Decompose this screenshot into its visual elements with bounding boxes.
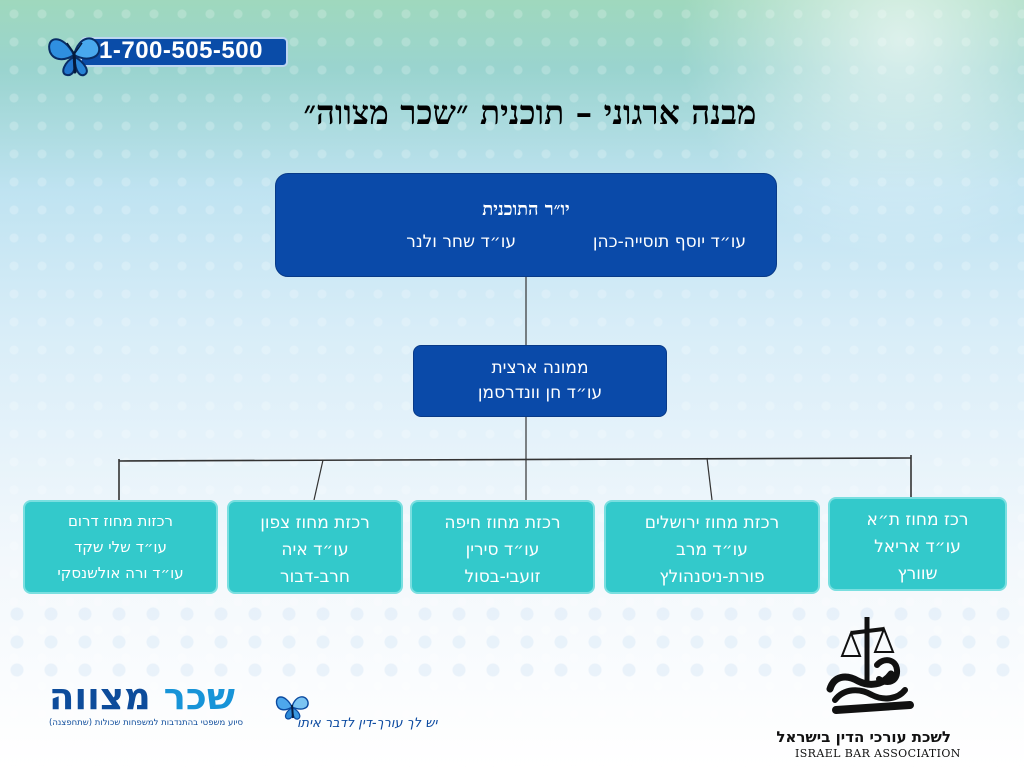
slogan-text: יש לך עורך-דין לדבר איתו <box>297 716 438 731</box>
connector-jerusalem <box>706 457 713 501</box>
district-title: רכזת מחוז ירושלים <box>644 513 780 533</box>
district-box-tel-aviv: רכז מחוז ת״א עו״ד אריאל שוורץ <box>828 497 1007 591</box>
district-person-line: עו״ד אריאל <box>874 537 961 557</box>
district-box-jerusalem: רכזת מחוז ירושלים עו״ד מרב פורת-ניסנהולץ <box>604 500 820 594</box>
program-chairs-box: יו״ר התוכנית עו״ד יוסף תוסייה-כהן עו״ד ש… <box>275 173 777 277</box>
district-title: רכזת מחוז חיפה <box>444 513 561 533</box>
district-title: רכזות מחוז דרום <box>67 512 174 530</box>
program-logo-word2: מצווה <box>49 675 151 718</box>
national-manager-name: עו״ד חן וונדרסמן <box>477 383 603 403</box>
butterfly-icon <box>275 696 309 720</box>
page-title: מבנה ארגוני – תוכנית ״שכר מצווה״ <box>303 93 757 132</box>
program-chairs-names: עו״ד יוסף תוסייה-כהן עו״ד שחר ולנר <box>276 230 776 254</box>
district-person-line: עו״ד שלי שקד <box>74 538 167 556</box>
district-person-line: שוורץ <box>897 564 938 584</box>
program-chairs-heading: יו״ר התוכנית <box>482 199 570 220</box>
program-logo-subtitle: סיוע משפטי בהתנדבות למשפחות שכולות (שתחפ… <box>49 718 244 728</box>
phone-badge: 1-700-505-500 <box>43 31 289 77</box>
bar-association-english-name: ISRAEL BAR ASSOCIATION <box>795 747 961 760</box>
connector-north <box>313 459 324 501</box>
national-manager-box: ממונה ארצית עו״ד חן וונדרסמן <box>413 345 667 417</box>
district-person-line: זועבי-בסול <box>464 567 541 587</box>
bar-association-hebrew-name: לשכת עורכי הדין בישראל <box>776 728 951 746</box>
district-title: רכזת מחוז צפון <box>260 513 370 533</box>
program-logo-wordmark: שכר מצווה <box>49 676 278 718</box>
bar-association-logo: לשכת עורכי הדין בישראל ISRAEL BAR ASSOCI… <box>776 611 963 761</box>
program-chair-person-right: עו״ד יוסף תוסייה-כהן <box>592 232 746 252</box>
district-box-south: רכזות מחוז דרום עו״ד שלי שקד עו״ד ורה או… <box>23 500 218 594</box>
slogan: יש לך עורך-דין לדבר איתו <box>273 689 463 741</box>
connector-bus <box>118 457 912 462</box>
district-box-north: רכזת מחוז צפון עו״ד איה חרב-דבור <box>227 500 403 594</box>
district-person-line: עו״ד איה <box>281 540 349 560</box>
phone-number: 1-700-505-500 <box>99 37 263 64</box>
program-logo: שכר מצווה סיוע משפטי בהתנדבות למשפחות שכ… <box>49 676 289 736</box>
program-logo-word1: שכר <box>163 675 235 718</box>
district-person-line: עו״ד מרב <box>676 540 748 560</box>
district-title: רכז מחוז ת״א <box>866 510 969 530</box>
district-person-line: פורת-ניסנהולץ <box>659 567 765 587</box>
district-person-line: עו״ד סירין <box>465 540 540 560</box>
district-person-line: חרב-דבור <box>279 567 350 587</box>
district-person-line: עו״ד ורה אולשנסקי <box>57 564 184 582</box>
program-chair-person-left: עו״ד שחר ולנר <box>406 232 516 252</box>
district-box-haifa: רכזת מחוז חיפה עו״ד סירין זועבי-בסול <box>410 500 595 594</box>
national-manager-title: ממונה ארצית <box>491 358 589 378</box>
butterfly-icon <box>48 37 101 77</box>
scales-icon <box>826 617 914 714</box>
